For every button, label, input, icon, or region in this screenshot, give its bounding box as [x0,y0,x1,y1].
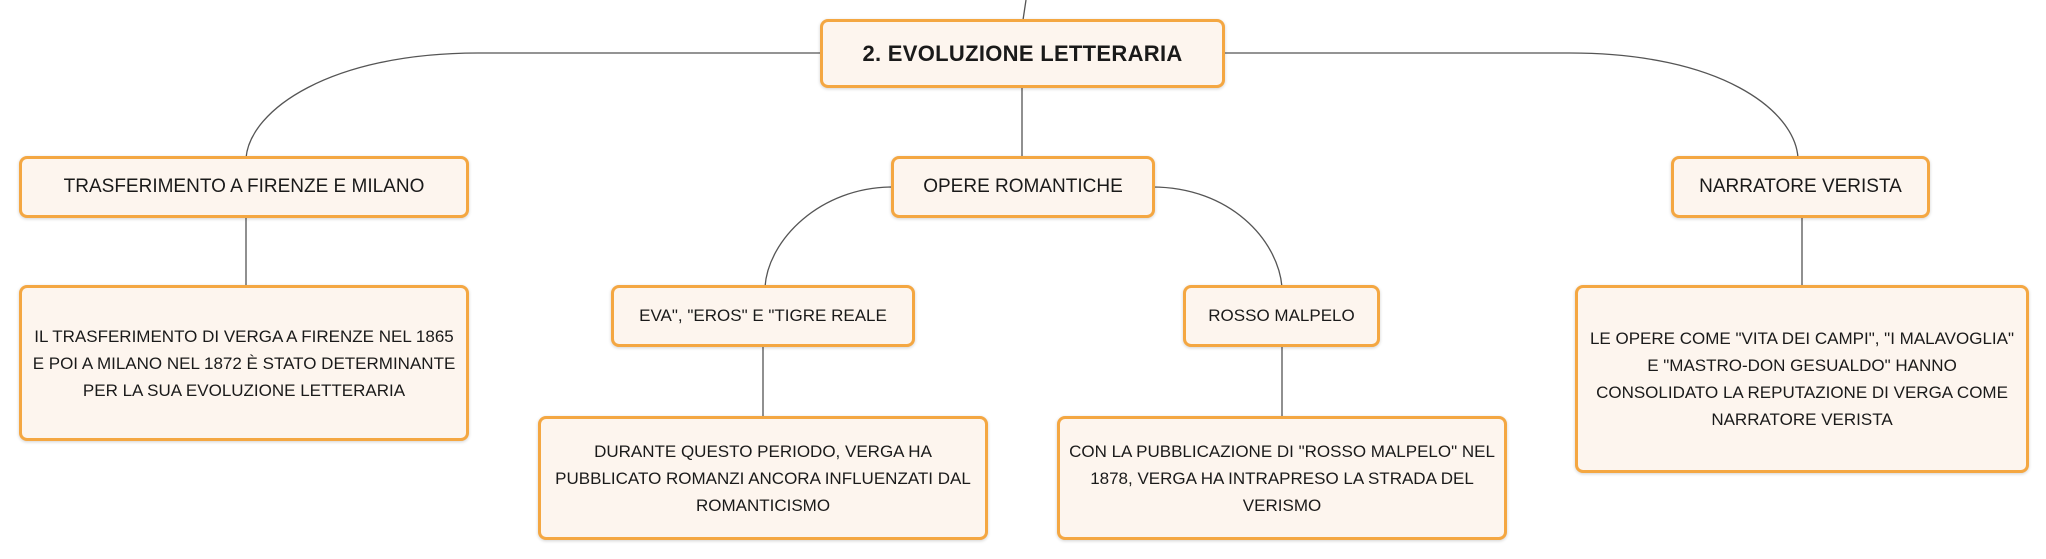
rosso-label: ROSSO MALPELO [1208,306,1355,325]
firenze-label: TRASFERIMENTO A FIRENZE E MILANO [63,176,425,197]
rosso-desc-node[interactable]: CON LA PUBBLICAZIONE DI "ROSSO MALPELO" … [1057,416,1507,540]
eva-desc: DURANTE QUESTO PERIODO, VERGA HA PUBBLIC… [555,441,971,515]
root-label: 2. EVOLUZIONE LETTERARIA [862,40,1183,66]
eva-label: EVA", "EROS" E "TIGRE REALE [639,306,887,325]
eva-node[interactable]: EVA", "EROS" E "TIGRE REALE [611,285,915,347]
firenze-desc: IL TRASFERIMENTO DI VERGA A FIRENZE NEL … [32,326,456,400]
verista-label: NARRATORE VERISTA [1699,176,1902,197]
romantiche-node[interactable]: OPERE ROMANTICHE [891,156,1155,218]
firenze-desc-node[interactable]: IL TRASFERIMENTO DI VERGA A FIRENZE NEL … [19,285,469,441]
rosso-desc: CON LA PUBBLICAZIONE DI "ROSSO MALPELO" … [1069,441,1495,515]
root-node[interactable]: 2. EVOLUZIONE LETTERARIA [820,19,1225,88]
verista-node[interactable]: NARRATORE VERISTA [1671,156,1930,218]
romantiche-label: OPERE ROMANTICHE [923,176,1123,197]
firenze-node[interactable]: TRASFERIMENTO A FIRENZE E MILANO [19,156,469,218]
eva-desc-node[interactable]: DURANTE QUESTO PERIODO, VERGA HA PUBBLIC… [538,416,988,540]
verista-desc: LE OPERE COME "VITA DEI CAMPI", "I MALAV… [1589,329,2015,429]
rosso-node[interactable]: ROSSO MALPELO [1183,285,1380,347]
verista-desc-node[interactable]: LE OPERE COME "VITA DEI CAMPI", "I MALAV… [1575,285,2029,473]
